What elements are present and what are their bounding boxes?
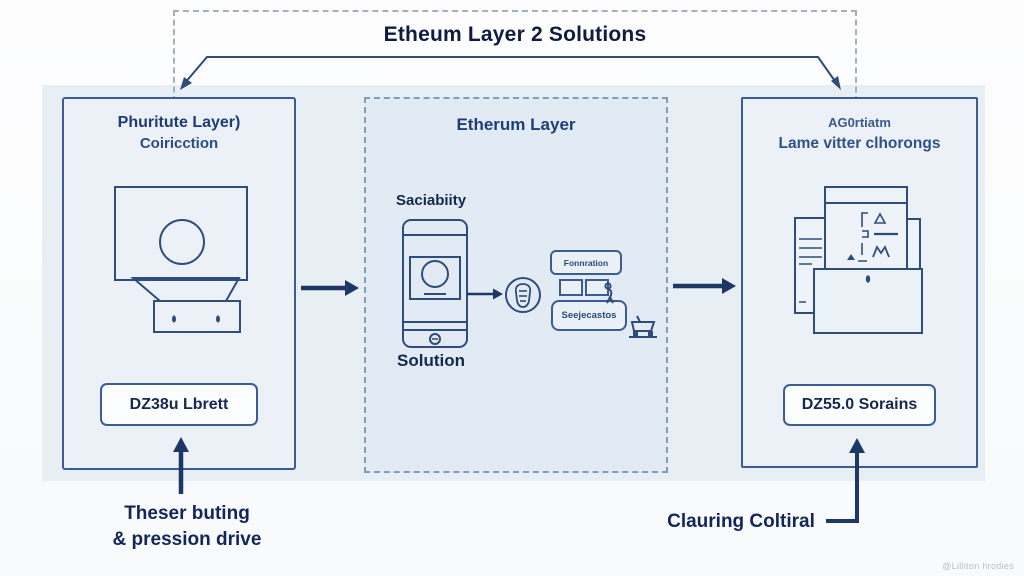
left-box-header: Phuritute Layer) Coiricction (64, 112, 294, 154)
documents-stack-icon (792, 185, 924, 337)
figure-glyph-icon (598, 282, 618, 308)
monitor-funnel-icon (112, 184, 252, 334)
left-box-title-line1: Phuritute Layer) (117, 114, 241, 131)
scalability-label: Saciabiity (396, 192, 467, 209)
algorithm-box: AG0rtiatm Lame vitter clhorongs DZ55.0 S… (741, 97, 978, 468)
watermark-text: @Lilliton hrodies (942, 561, 1014, 571)
solution-label: Solution (397, 351, 465, 370)
right-box-button[interactable]: DZ55.0 Sorains (783, 384, 936, 426)
layer2-group-frame (173, 10, 857, 102)
right-box-header: AG0rtiatm Lame vitter clhorongs (743, 112, 976, 154)
block-square (585, 279, 609, 296)
left-box-title-line2: Coiricction (139, 135, 219, 152)
bottom-left-caption-line2: & pression drive (112, 529, 262, 550)
left-box-button[interactable]: DZ38u Lbrett (100, 383, 258, 426)
block-square (559, 279, 583, 296)
middle-box-title: Etherum Layer (456, 115, 576, 134)
protocol-layer-box: Phuritute Layer) Coiricction DZ38u Lbret… (62, 97, 296, 470)
bottom-left-caption-line1: Theser buting (124, 503, 250, 524)
diagram-title: Etheum Layer 2 Solutions (383, 23, 647, 46)
ethereum-badge-icon (504, 276, 544, 316)
cart-icon (626, 313, 660, 341)
right-box-title-line1: AG0rtiatm (828, 115, 891, 130)
bottom-right-caption: Clauring Coltiral (667, 511, 815, 532)
bottom-left-caption: Theser buting & pression drive (78, 501, 296, 553)
formation-chip: Fonnration (550, 250, 622, 275)
ethereum-layer-box: Etherum Layer Saciabiity Solution Fonnra… (364, 97, 668, 473)
right-box-title-line2: Lame vitter clhorongs (778, 135, 941, 152)
sidechain-chip: Seejecastos (551, 300, 627, 331)
smartphone-icon (401, 218, 469, 350)
